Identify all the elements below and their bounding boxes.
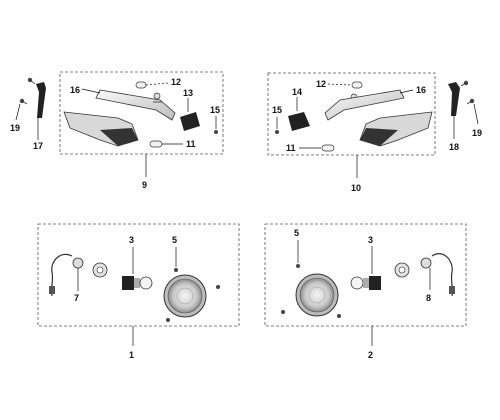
callout-5: 5 [172, 235, 177, 245]
bulb-icon [350, 276, 381, 290]
callout-1: 1 [129, 350, 134, 360]
bracket-icon [36, 82, 46, 118]
callout-12: 12 [171, 77, 181, 87]
callout-13: 13 [183, 88, 193, 98]
socket-icon [420, 257, 432, 269]
screw-icon [174, 268, 178, 272]
callout-12: 12 [316, 79, 326, 89]
headlamp-icon [163, 274, 207, 318]
bulb-icon [135, 81, 169, 89]
callout-15: 15 [210, 105, 220, 115]
group-box-1 [37, 223, 240, 327]
callout-3: 3 [129, 235, 134, 245]
bracket-icon [180, 112, 200, 131]
bulb-icon [122, 276, 153, 290]
bulb-icon [149, 140, 183, 148]
callout-11: 11 [186, 139, 196, 149]
callout-7: 7 [74, 293, 79, 303]
callout-18: 18 [449, 142, 459, 152]
bulb-icon [327, 81, 363, 89]
bracket-icon [448, 82, 460, 116]
screw-icon [216, 285, 220, 289]
callout-2: 2 [368, 350, 373, 360]
callout-5: 5 [294, 228, 299, 238]
socket-icon [72, 257, 84, 269]
callout-17: 17 [33, 141, 43, 151]
socket-icon [394, 262, 410, 278]
callout-11: 11 [286, 143, 296, 153]
callout-10: 10 [351, 183, 361, 193]
socket-icon [153, 92, 162, 103]
callout-9: 9 [142, 180, 147, 190]
screw-icon [281, 310, 285, 314]
callout-16: 16 [70, 85, 80, 95]
group-box-10 [267, 72, 436, 156]
light-strip-icon [324, 89, 405, 121]
bolt-icon [460, 80, 469, 87]
screw-icon [296, 264, 300, 268]
screw-icon [337, 314, 341, 318]
callout-19: 19 [472, 128, 482, 138]
group-box-9 [59, 71, 224, 155]
callout-16: 16 [416, 85, 426, 95]
light-strip-icon [95, 89, 176, 121]
screw-icon [166, 318, 170, 322]
callout-15: 15 [272, 105, 282, 115]
screw-icon [214, 130, 218, 134]
bracket-icon [288, 112, 310, 131]
bolt-icon [19, 98, 28, 105]
bolt-icon [27, 77, 36, 85]
headlamp-icon [295, 273, 339, 317]
screw-icon [275, 130, 279, 134]
callout-8: 8 [426, 293, 431, 303]
callout-19: 19 [10, 123, 20, 133]
socket-icon [92, 262, 108, 278]
group-box-2 [264, 223, 467, 327]
bolt-icon [466, 98, 475, 105]
callout-3: 3 [368, 235, 373, 245]
callout-14: 14 [292, 87, 302, 97]
bulb-icon [299, 144, 335, 152]
